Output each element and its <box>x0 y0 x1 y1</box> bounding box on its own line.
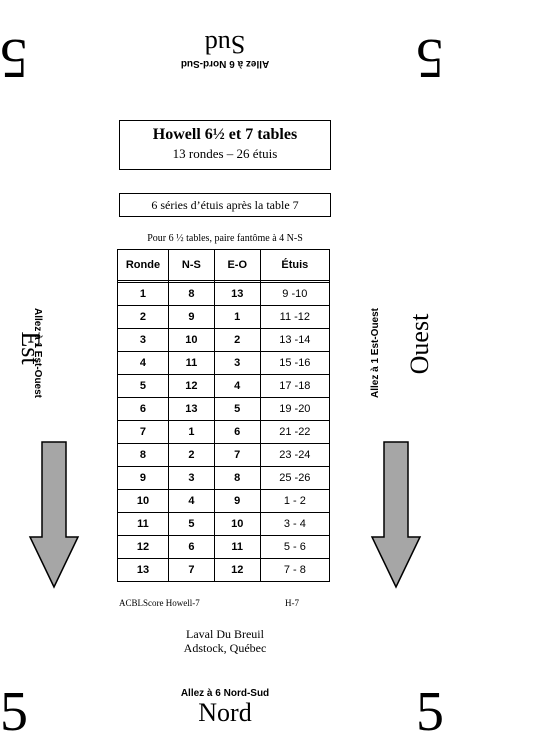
cell-etuis: 7 - 8 <box>259 558 331 582</box>
cell-ns: 8 <box>167 282 215 306</box>
cell-ronde: 5 <box>117 374 169 398</box>
cell-etuis: 9 -10 <box>259 282 331 306</box>
cell-etuis: 15 -16 <box>259 351 331 375</box>
footer-left: ACBLScore Howell-7 <box>119 598 200 608</box>
left-arrow-shape <box>28 441 80 589</box>
cell-ns: 9 <box>167 305 215 329</box>
cell-ronde: 13 <box>117 558 169 582</box>
bottom-move-instruction: Allez à 6 Nord-Sud <box>180 688 270 699</box>
top-move-instruction: Allez à 6 Nord-Sud <box>180 58 270 69</box>
cell-ns: 2 <box>167 443 215 467</box>
phantom-note: Pour 6 ½ tables, paire fantôme à 4 N-S <box>147 233 303 244</box>
title-box: Howell 6½ et 7 tables 13 rondes – 26 étu… <box>119 120 331 170</box>
right-down-arrow-icon <box>370 441 422 589</box>
top-direction-label: Sud <box>204 30 246 59</box>
left-down-arrow-icon <box>28 441 80 589</box>
cell-etuis: 21 -22 <box>259 420 331 444</box>
cell-ns: 11 <box>167 351 215 375</box>
series-note: 6 séries d’étuis après la table 7 <box>119 193 331 217</box>
cell-ronde: 9 <box>117 466 169 490</box>
cell-ronde: 3 <box>117 328 169 352</box>
cell-eo: 11 <box>213 535 261 559</box>
cell-ns: 13 <box>167 397 215 421</box>
cell-ns: 1 <box>167 420 215 444</box>
cell-ronde: 10 <box>117 489 169 513</box>
right-move-wrapper: Allez à 1 Est-Ouest <box>370 278 396 428</box>
header-etuis: Étuis <box>259 249 331 281</box>
right-direction-label: Ouest <box>405 313 434 375</box>
cell-ns: 5 <box>167 512 215 536</box>
bottom-direction-group: Allez à 6 Nord-Sud Nord <box>160 688 290 727</box>
cell-ns: 12 <box>167 374 215 398</box>
header-ns: N-S <box>167 249 215 281</box>
cell-ronde: 1 <box>117 282 169 306</box>
cell-eo: 8 <box>213 466 261 490</box>
right-arrow-shape <box>370 441 422 589</box>
cell-etuis: 17 -18 <box>259 374 331 398</box>
cell-etuis: 25 -26 <box>259 466 331 490</box>
header-ronde: Ronde <box>117 249 169 281</box>
cell-eo: 2 <box>213 328 261 352</box>
cell-ns: 4 <box>167 489 215 513</box>
top-direction-group: Allez à 6 Nord-Sud Sud <box>160 30 290 69</box>
cell-ns: 7 <box>167 558 215 582</box>
cell-eo: 13 <box>213 282 261 306</box>
cell-ronde: 2 <box>117 305 169 329</box>
table-header-row: Ronde N-S E-O Étuis <box>117 249 331 281</box>
cell-ronde: 6 <box>117 397 169 421</box>
cell-ns: 3 <box>167 466 215 490</box>
corner-number-bottom-right: 5 <box>416 681 444 743</box>
credit-line-2: Adstock, Québec <box>183 641 267 655</box>
cell-eo: 5 <box>213 397 261 421</box>
cell-etuis: 13 -14 <box>259 328 331 352</box>
cell-eo: 10 <box>213 512 261 536</box>
corner-number-bottom-left: 5 <box>0 681 28 743</box>
bottom-direction-label: Nord <box>198 698 252 727</box>
cell-etuis: 1 - 2 <box>259 489 331 513</box>
credit-block: Laval Du Breuil Adstock, Québec <box>140 627 310 655</box>
cell-etuis: 19 -20 <box>259 397 331 421</box>
cell-ronde: 12 <box>117 535 169 559</box>
cell-etuis: 5 - 6 <box>259 535 331 559</box>
cell-eo: 3 <box>213 351 261 375</box>
cell-eo: 6 <box>213 420 261 444</box>
cell-ronde: 7 <box>117 420 169 444</box>
cell-eo: 12 <box>213 558 261 582</box>
header-eo: E-O <box>213 249 261 281</box>
cell-eo: 4 <box>213 374 261 398</box>
cell-etuis: 3 - 4 <box>259 512 331 536</box>
credit-line-1: Laval Du Breuil <box>186 627 264 641</box>
cell-ronde: 11 <box>117 512 169 536</box>
cell-etuis: 11 -12 <box>259 305 331 329</box>
corner-number-top-right: 5 <box>416 27 444 89</box>
cell-eo: 7 <box>213 443 261 467</box>
cell-eo: 1 <box>213 305 261 329</box>
cell-ronde: 4 <box>117 351 169 375</box>
corner-number-top-left: 5 <box>0 27 28 89</box>
cell-ronde: 8 <box>117 443 169 467</box>
cell-ns: 6 <box>167 535 215 559</box>
title-line-2: 13 rondes – 26 étuis <box>172 146 278 161</box>
cell-ns: 10 <box>167 328 215 352</box>
footer-right: H-7 <box>285 598 299 608</box>
cell-eo: 9 <box>213 489 261 513</box>
title-line-1: Howell 6½ et 7 tables <box>152 126 298 143</box>
left-direction-label: Est <box>16 331 45 365</box>
cell-etuis: 23 -24 <box>259 443 331 467</box>
right-move-instruction: Allez à 1 Est-Ouest <box>370 307 381 399</box>
